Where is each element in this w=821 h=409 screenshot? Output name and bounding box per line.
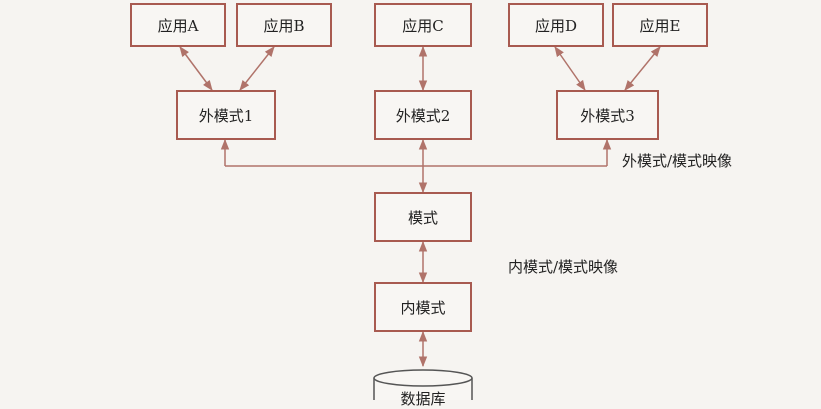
database-label: 数据库	[400, 390, 446, 408]
external-schema-box-1: 外模式1	[176, 90, 276, 140]
three-level-schema-diagram: 应用A 应用B 应用C 应用D 应用E 外模式1 外模式2 外模式3 外模式/模…	[130, 3, 733, 408]
external-mapping-label: 外模式/模式映像	[622, 152, 733, 170]
internal-schema-box: 内模式	[374, 282, 472, 332]
internal-schema-label: 内模式	[400, 298, 446, 317]
external-schema-box-3: 外模式3	[556, 90, 659, 140]
internal-mapping-label: 内模式/模式映像	[508, 258, 619, 276]
application-label: 应用E	[639, 16, 681, 35]
connector-appD-ext3	[554, 46, 586, 91]
database-cylinder	[373, 369, 473, 400]
connector-appB-ext1	[239, 46, 275, 91]
application-label: 应用D	[534, 16, 578, 35]
connector-appA-ext1	[179, 46, 213, 91]
application-box-d: 应用D	[508, 3, 604, 47]
application-label: 应用A	[157, 16, 199, 35]
external-schema-label: 外模式1	[198, 106, 254, 125]
application-label: 应用B	[263, 16, 305, 35]
external-schema-label: 外模式3	[580, 106, 635, 125]
external-schema-label: 外模式2	[395, 106, 451, 125]
connector-lines	[179, 45, 661, 400]
connector-appE-ext3	[624, 46, 661, 91]
application-box-e: 应用E	[612, 3, 708, 47]
application-box-b: 应用B	[236, 3, 332, 47]
schema-box: 模式	[374, 192, 472, 242]
application-box-a: 应用A	[130, 3, 226, 47]
application-label: 应用C	[402, 16, 444, 35]
schema-label: 模式	[407, 208, 438, 227]
application-box-c: 应用C	[374, 3, 472, 47]
external-schema-box-2: 外模式2	[374, 90, 472, 140]
